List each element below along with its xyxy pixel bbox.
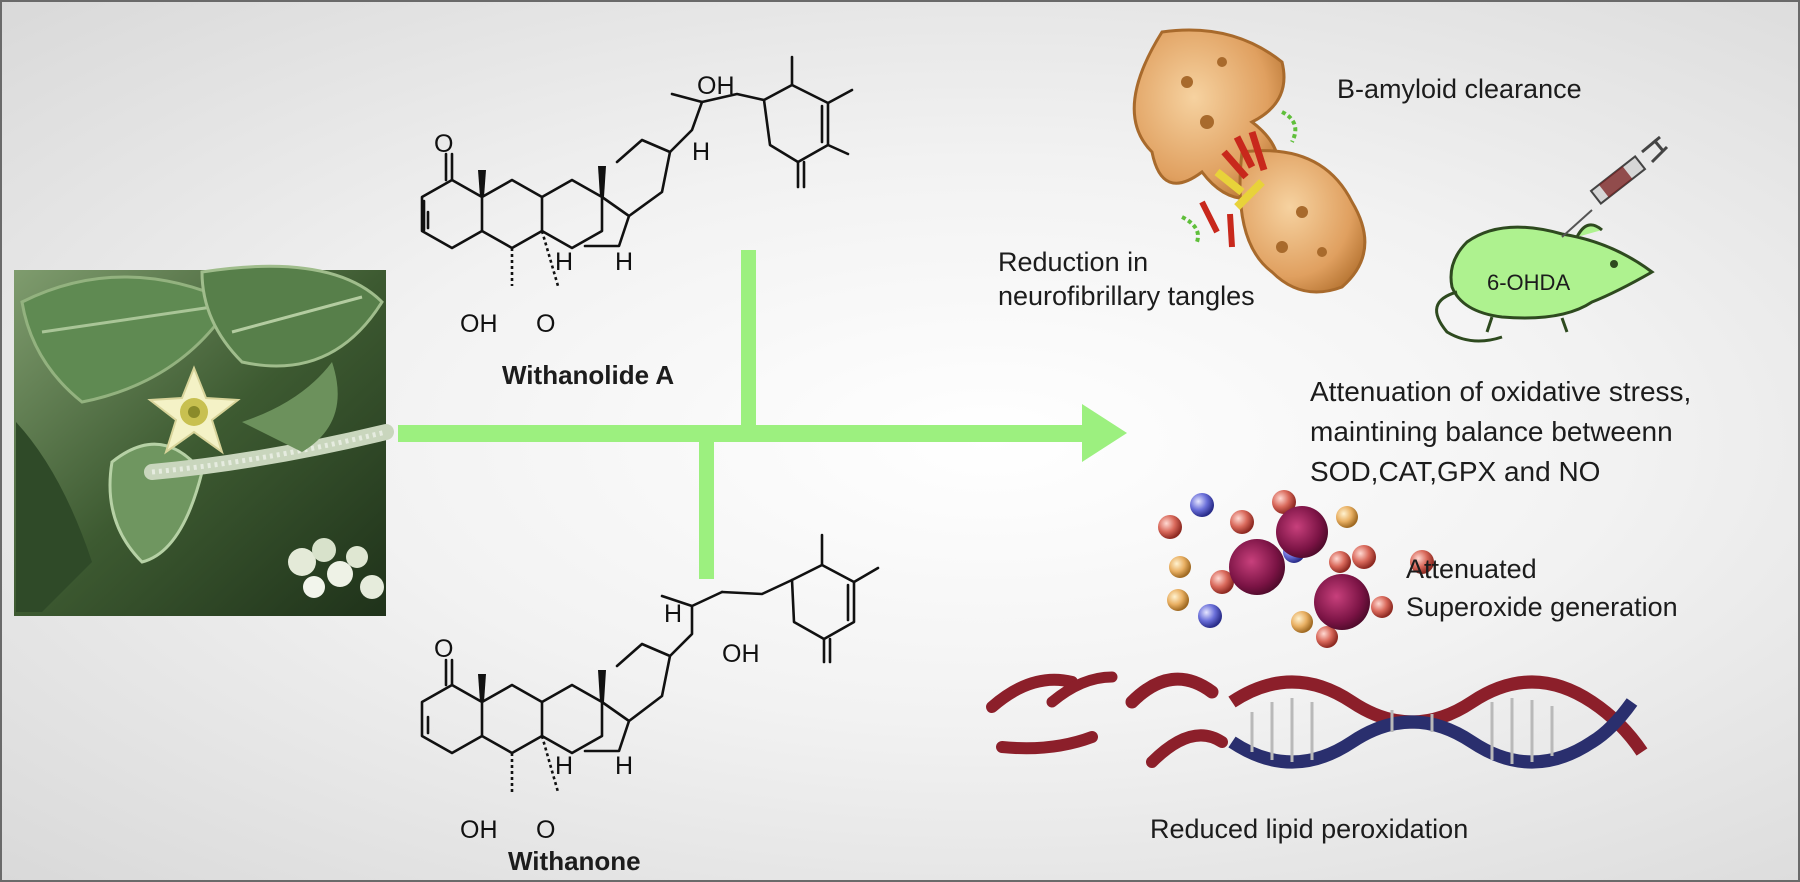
oxidative-stress-label: Attenuation of oxidative stress, maintin… xyxy=(1310,372,1691,492)
dna-helix-icon xyxy=(986,671,1648,769)
oxidative-line-1: Attenuation of oxidative stress, xyxy=(1310,376,1692,407)
hydroxyl-label: OH xyxy=(722,640,760,668)
superoxide-particles-icon xyxy=(1158,490,1434,648)
hydrogen-label: H xyxy=(664,600,682,628)
oxidative-line-2: maintining balance betweenn xyxy=(1310,416,1673,447)
hydroxyl-label: OH xyxy=(697,72,735,100)
superoxide-line-2: Superoxide generation xyxy=(1406,592,1678,622)
syringe-icon xyxy=(1561,135,1669,238)
superoxide-label: Attenuated Superoxide generation xyxy=(1406,550,1678,626)
withanone-connector xyxy=(699,433,714,579)
main-arrow-head xyxy=(1082,404,1127,462)
epoxide-oxygen-label: O xyxy=(536,310,555,338)
withanolide-a-label: Withanolide A xyxy=(502,360,675,390)
hydrogen-label: H xyxy=(615,752,633,780)
hydrogen-label: H xyxy=(555,752,573,780)
oxidative-line-3: SOD,CAT,GPX and NO xyxy=(1310,456,1601,487)
hydrogen-label: H xyxy=(555,248,573,276)
superoxide-line-1: Attenuated xyxy=(1406,554,1537,584)
lipid-peroxidation-label: Reduced lipid peroxidation xyxy=(1150,814,1469,844)
mouse-icon: 6-OHDA xyxy=(1435,223,1655,343)
amyloid-clearance-label: B-amyloid clearance xyxy=(1337,74,1582,104)
plant-photo xyxy=(14,264,394,616)
tangles-line-1: Reduction in xyxy=(998,247,1149,277)
hydrogen-label: H xyxy=(692,138,710,166)
ohda-label: 6-OHDA xyxy=(1487,270,1570,295)
oxo-atom-label: O xyxy=(434,635,453,663)
pathway-arrows xyxy=(398,250,1127,579)
epoxide-oxygen-label: O xyxy=(536,816,555,844)
withanolide-a-structure: O OH H H H OH O xyxy=(420,55,854,338)
tangles-line-2: neurofibrillary tangles xyxy=(998,281,1255,311)
oxo-atom-label: O xyxy=(434,130,453,158)
tangles-label: Reduction in neurofibrillary tangles xyxy=(998,245,1255,313)
withanone-structure: O H OH H H OH O xyxy=(420,533,880,844)
withanone-label: Withanone xyxy=(508,846,641,876)
main-arrow-shaft xyxy=(398,425,1088,442)
hydroxyl-label: OH xyxy=(460,310,498,338)
neuron-icon xyxy=(1132,28,1367,294)
hydroxyl-label: OH xyxy=(460,816,498,844)
hydrogen-label: H xyxy=(615,248,633,276)
withanolide-connector xyxy=(741,250,756,432)
